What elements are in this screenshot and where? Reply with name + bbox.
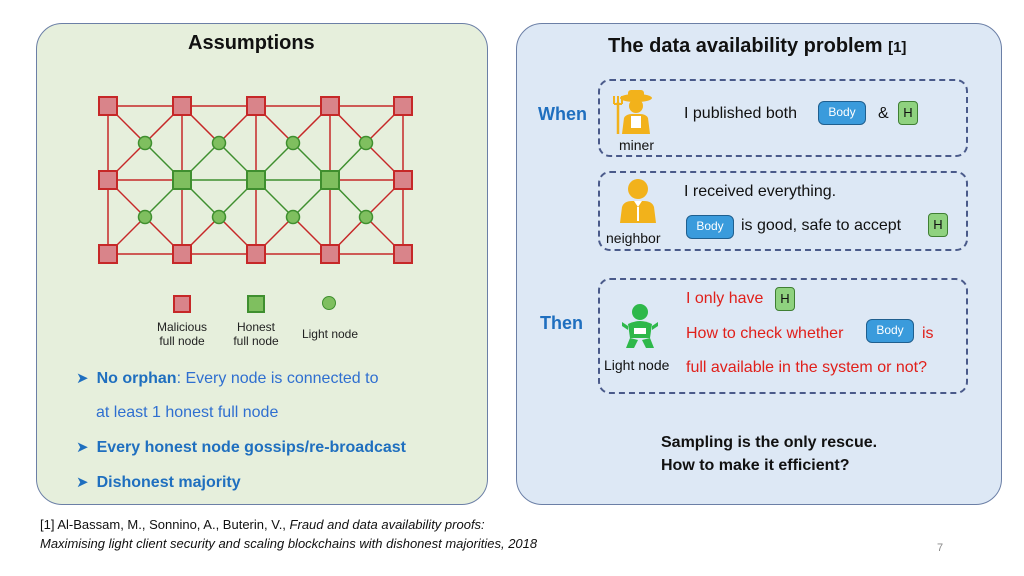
light-node (137, 209, 153, 225)
miner-statement: I published both (684, 105, 797, 122)
malicious-full-node (393, 244, 413, 264)
legend-light-label: Light node (301, 327, 359, 341)
body-badge: Body (818, 101, 866, 125)
light-node (137, 135, 153, 151)
person-icon (620, 179, 656, 223)
legend-light-swatch (322, 296, 336, 310)
honest-full-node (320, 170, 340, 190)
ampersand: & (878, 105, 889, 122)
then-label: Then (540, 313, 583, 333)
malicious-full-node (172, 244, 192, 264)
miner-box (598, 79, 968, 157)
farmer-icon (613, 90, 652, 134)
neighbor-label: neighbor (606, 230, 661, 246)
arrow-bullet-icon: ➤ (76, 370, 89, 387)
bullet-dishonest: ➤Dishonest majority (76, 474, 241, 491)
neighbor-statement: I received everything. (684, 183, 837, 200)
only-have-text: I only have (686, 290, 764, 307)
bullet-gossip: ➤Every honest node gossips/re-broadcast (76, 439, 406, 456)
light-node (358, 209, 374, 225)
when-label: When (538, 104, 587, 124)
sampling-efficient-text: How to make it efficient? (661, 457, 850, 474)
neighbor-box (598, 171, 968, 251)
light-node (285, 209, 301, 225)
arrow-bullet-icon: ➤ (76, 439, 89, 456)
bullet-no-orphan-continued: at least 1 honest full node (96, 404, 279, 421)
light-node (211, 135, 227, 151)
problem-title: The data availability problem [1] (608, 35, 907, 57)
legend-honest-swatch (247, 295, 265, 313)
reference-line-2: Maximising light client security and sca… (40, 536, 538, 551)
sampling-rescue-text: Sampling is the only rescue. (661, 434, 878, 451)
malicious-full-node (246, 96, 266, 116)
neighbor-accept-text: is good, safe to accept (741, 217, 902, 234)
light-node (285, 135, 301, 151)
body-badge: Body (686, 215, 734, 239)
honest-full-node (172, 170, 192, 190)
light-node-label: Light node (604, 357, 670, 373)
assumptions-title: Assumptions (188, 32, 315, 54)
light-node (358, 135, 374, 151)
legend-honest-label: Honest full node (233, 320, 279, 348)
header-badge: H (775, 287, 795, 311)
malicious-full-node (246, 244, 266, 264)
light-node (211, 209, 227, 225)
reference-line-1: [1] Al-Bassam, M., Sonnino, A., Buterin,… (40, 517, 485, 532)
light-node-box (598, 278, 968, 394)
arrow-bullet-icon: ➤ (76, 474, 89, 491)
malicious-full-node (320, 244, 340, 264)
honest-full-node (246, 170, 266, 190)
malicious-full-node (98, 170, 118, 190)
full-available-text: full available in the system or not? (686, 359, 928, 376)
header-badge: H (898, 101, 918, 125)
baby-icon (622, 304, 658, 348)
legend-malicious-swatch (173, 295, 191, 313)
data-availability-panel (516, 23, 1002, 505)
malicious-full-node (393, 96, 413, 116)
body-badge: Body (866, 319, 914, 343)
legend-malicious-label: Malicious full node (156, 320, 207, 348)
bullet-no-orphan: ➤No orphan: Every node is connected to (76, 370, 379, 387)
malicious-full-node (98, 96, 118, 116)
miner-label: miner (619, 137, 655, 153)
malicious-full-node (320, 96, 340, 116)
check-whether-text: How to check whether (686, 325, 844, 342)
page-number: 7 (937, 542, 944, 554)
header-badge: H (928, 213, 948, 237)
is-text: is (922, 325, 934, 342)
malicious-full-node (172, 96, 192, 116)
malicious-full-node (98, 244, 118, 264)
malicious-full-node (393, 170, 413, 190)
